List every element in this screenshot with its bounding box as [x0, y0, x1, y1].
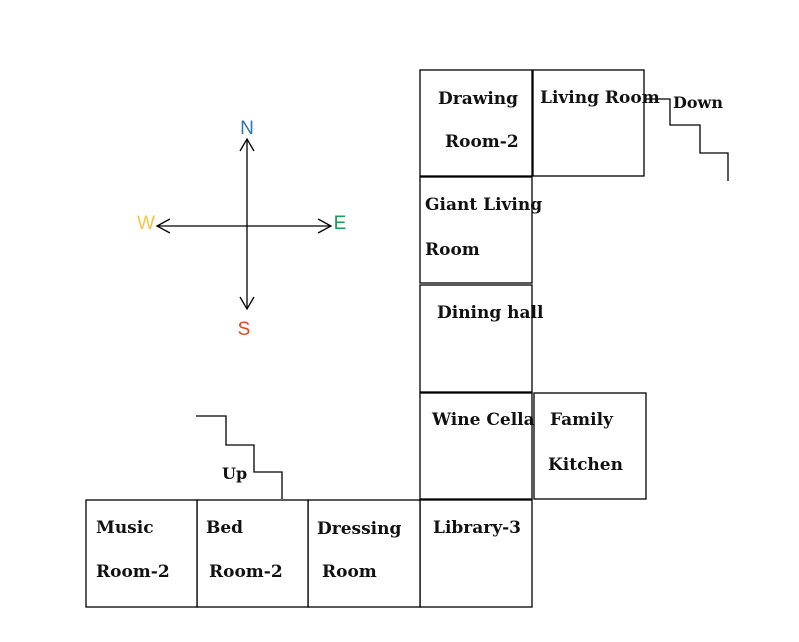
room-bed-room-2: Bed Room-2 — [196, 499, 309, 608]
room-music-room-2-label-line2: Room-2 — [96, 562, 170, 582]
north-arrowhead — [239, 137, 255, 152]
staircase-down-steps — [644, 98, 729, 181]
room-drawing-room-2-label-line2: Room-2 — [445, 132, 519, 152]
staircase-up: Up — [196, 415, 283, 499]
room-dining-hall: Dining hall — [419, 284, 544, 393]
room-dressing-room: Dressing Room — [307, 499, 421, 608]
room-family-kitchen-label-line2: Kitchen — [548, 455, 623, 475]
room-library-3: Library-3 — [419, 499, 533, 608]
staircase-down-label: Down — [673, 93, 723, 112]
room-bed-room-2-box — [196, 499, 309, 608]
south-arrowhead — [239, 296, 255, 311]
room-family-kitchen-box — [533, 392, 647, 500]
room-dressing-room-label-line1: Dressing — [317, 519, 401, 539]
room-giant-living-room-label-line1: Giant Living — [425, 195, 542, 215]
room-bed-room-2-label-line1: Bed — [206, 518, 243, 538]
east-arrowhead — [317, 218, 333, 234]
room-drawing-room-2-box — [419, 69, 533, 177]
room-music-room-2-box — [85, 499, 198, 608]
room-living-room-label: Living Room — [540, 88, 660, 108]
room-bed-room-2-label-line2: Room-2 — [209, 562, 283, 582]
room-dressing-room-box — [307, 499, 421, 608]
room-dining-hall-label: Dining hall — [437, 303, 544, 323]
room-living-room-box — [532, 69, 645, 177]
room-living-room: Living Room — [532, 69, 660, 177]
room-drawing-room-2: Drawing Room-2 — [419, 69, 533, 177]
staircase-up-steps — [196, 415, 283, 499]
room-drawing-room-2-label-line1: Drawing — [438, 89, 518, 109]
room-music-room-2: Music Room-2 — [85, 499, 198, 608]
room-giant-living-room-box — [419, 176, 533, 284]
compass-west-label: W — [137, 213, 155, 234]
room-music-room-2-label-line1: Music — [96, 518, 154, 538]
room-dining-hall-box — [419, 284, 533, 393]
room-library-3-label: Library-3 — [433, 518, 521, 538]
room-dressing-room-label-line2: Room — [322, 562, 377, 582]
room-wine-cellar-label: Wine Cellar — [431, 410, 545, 430]
room-family-kitchen: Family Kitchen — [533, 392, 647, 500]
room-giant-living-room-label-line2: Room — [425, 240, 480, 260]
compass: N S E W — [137, 118, 346, 340]
staircase-down: Down — [644, 93, 729, 181]
room-giant-living-room: Giant Living Room — [419, 176, 542, 284]
staircase-up-label: Up — [222, 464, 247, 483]
room-wine-cellar-box — [419, 392, 533, 500]
room-family-kitchen-label-line1: Family — [550, 410, 614, 430]
room-library-3-box — [419, 499, 533, 608]
compass-south-label: S — [238, 319, 251, 340]
west-arrowhead — [155, 218, 171, 234]
compass-north-label: N — [240, 118, 254, 139]
room-wine-cellar: Wine Cellar — [419, 392, 545, 500]
compass-east-label: E — [334, 213, 347, 234]
